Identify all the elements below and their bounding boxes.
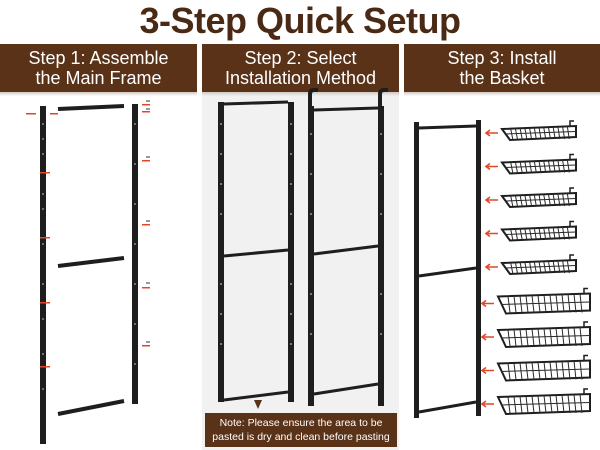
step-3-panel: Step 3: Install the Basket — [404, 44, 600, 450]
wire-basket — [480, 287, 591, 315]
frame-right-post — [476, 120, 481, 416]
panel-divider — [197, 44, 200, 450]
frame-top-bar — [418, 124, 477, 130]
main-frame-assembly-illustration — [26, 100, 150, 444]
step-1-header-shadow — [0, 92, 197, 96]
install-arrow-icon — [484, 162, 498, 171]
step-3-header-shadow — [404, 92, 600, 96]
wire-basket — [484, 187, 577, 209]
page-title: 3-Step Quick Setup — [139, 0, 461, 41]
installation-method-illustration — [218, 88, 388, 409]
step-2-header-line2: Installation Method — [224, 68, 377, 88]
install-arrow-icon — [484, 229, 498, 238]
step-1-header-line2: the Main Frame — [35, 68, 162, 88]
panel-divider — [399, 44, 402, 450]
step-2-header-shadow — [202, 92, 399, 96]
middle-crossbar — [57, 256, 125, 268]
install-arrow-icon — [484, 263, 498, 271]
install-arrow-icon — [480, 366, 494, 375]
install-arrow-icon — [480, 299, 494, 308]
left-post — [40, 106, 46, 444]
step-1-header-line1: Step 1: Assemble — [28, 48, 169, 68]
right-post — [132, 104, 138, 404]
frame-left-post — [414, 122, 419, 418]
baskets-group — [480, 120, 591, 416]
step-3-header-line2: the Basket — [459, 68, 545, 88]
step-1-panel: Step 1: Assemble the Main Frame — [0, 44, 197, 450]
install-arrow-icon — [480, 400, 494, 408]
frame-middle-bar — [418, 266, 477, 278]
top-crossbar — [57, 104, 125, 111]
install-arrow-icon — [484, 129, 498, 137]
wire-basket — [480, 388, 591, 416]
screw-arrows — [26, 104, 150, 368]
step-2-header-line1: Step 2: Select — [244, 48, 357, 68]
bottom-crossbar — [57, 399, 125, 416]
note-line2: pasted is dry and clean before pasting — [212, 431, 390, 443]
basket-install-illustration — [414, 120, 591, 418]
install-arrow-icon — [484, 196, 498, 204]
step-2-header: Step 2: Select Installation Method — [202, 44, 399, 92]
wire-basket — [480, 321, 591, 349]
step-2-panel: Step 2: Select Installation Method — [202, 44, 399, 450]
note-line1: Note: Please ensure the area to be — [219, 417, 383, 429]
step-3-header: Step 3: Install the Basket — [404, 44, 600, 92]
wire-basket — [484, 254, 577, 276]
install-arrow-icon — [480, 333, 494, 341]
wire-basket — [484, 120, 577, 142]
step-1-header: Step 1: Assemble the Main Frame — [0, 44, 197, 92]
step-3-header-line1: Step 3: Install — [447, 48, 557, 68]
note-box: Note: Please ensure the area to be paste… — [205, 413, 397, 447]
wire-basket — [480, 354, 591, 382]
frame-bottom-bar — [418, 400, 477, 414]
wire-basket — [484, 220, 577, 242]
wire-basket — [484, 153, 577, 175]
